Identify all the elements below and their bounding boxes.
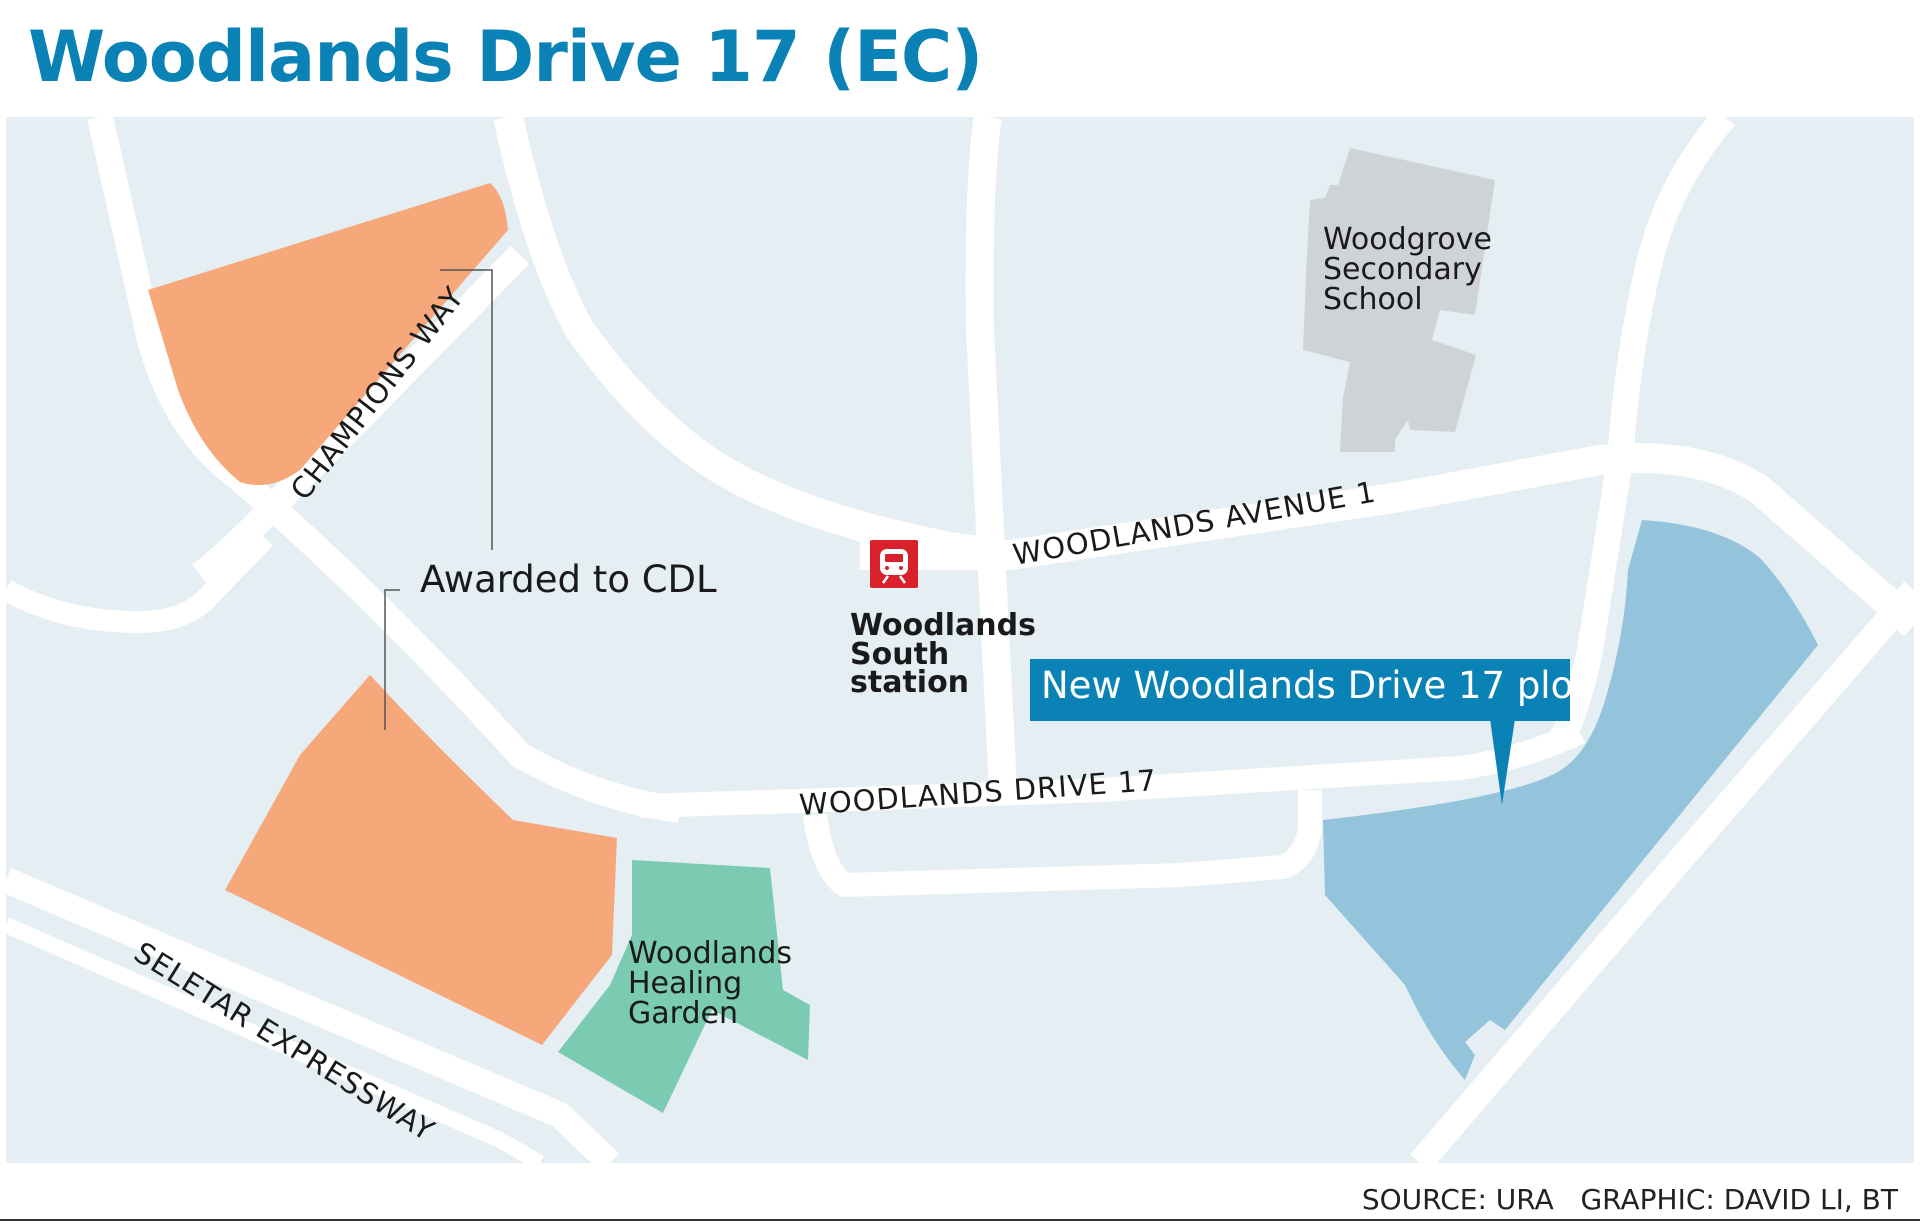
new-plot-callout: New Woodlands Drive 17 plot	[1030, 659, 1588, 805]
station-label-line-2: South	[850, 637, 949, 672]
garden-label-line-1: Woodlands	[628, 936, 792, 971]
road-left-diagonal	[87, 114, 683, 823]
new-plot-area	[1323, 520, 1818, 1080]
road-woodlands-avenue-1	[860, 443, 1920, 637]
leader-line-south	[384, 589, 400, 730]
road-seletar-expressway	[0, 868, 620, 1173]
new-plot-callout-box	[1030, 659, 1570, 721]
station-label-line-1: Woodlands	[850, 608, 1036, 643]
road-left-spur	[0, 530, 273, 634]
mrt-icon-light-left	[885, 566, 889, 570]
mrt-train-icon	[870, 540, 918, 588]
mrt-icon-light-right	[899, 566, 903, 570]
page-title: Woodlands Drive 17 (EC)	[28, 16, 983, 98]
road-seletar-expressway-lane	[2, 917, 544, 1170]
school-label: Woodgrove Secondary School	[1323, 222, 1502, 317]
school-area	[1303, 148, 1495, 452]
road-right-diagonal	[1410, 581, 1920, 1172]
school-label-line-1: Woodgrove	[1323, 222, 1492, 257]
healing-garden-area	[558, 860, 810, 1113]
new-plot-callout-pointer	[1490, 719, 1515, 805]
mrt-icon-train-window	[885, 554, 903, 562]
callout-awarded-to-cdl: Awarded to CDL	[420, 558, 717, 601]
awarded-parcel-north	[148, 183, 508, 486]
station-label-line-3: station	[850, 665, 969, 700]
school-label-line-3: School	[1323, 282, 1423, 317]
source-credit: SOURCE: URA GRAPHIC: DAVID LI, BT	[1361, 1183, 1898, 1216]
school-label-line-2: Secondary	[1323, 252, 1482, 287]
road-vertical-centre	[965, 114, 1017, 791]
awarded-parcel-south	[225, 675, 617, 1045]
road-right-vertical	[1549, 108, 1735, 748]
awarded-leader-lines	[384, 269, 493, 730]
mrt-icon-rails	[881, 575, 907, 584]
station-label: Woodlands South station	[850, 608, 1046, 700]
garden-label-line-3: Garden	[628, 996, 738, 1031]
garden-label-line-2: Healing	[628, 966, 742, 1001]
road-north-curve	[493, 113, 1003, 569]
road-lower-loop	[803, 790, 1322, 897]
garden-label: Woodlands Healing Garden	[628, 936, 802, 1031]
leader-line-north	[440, 269, 493, 550]
new-plot-callout-text: New Woodlands Drive 17 plot	[1041, 664, 1588, 707]
footer-divider	[0, 1219, 1920, 1221]
